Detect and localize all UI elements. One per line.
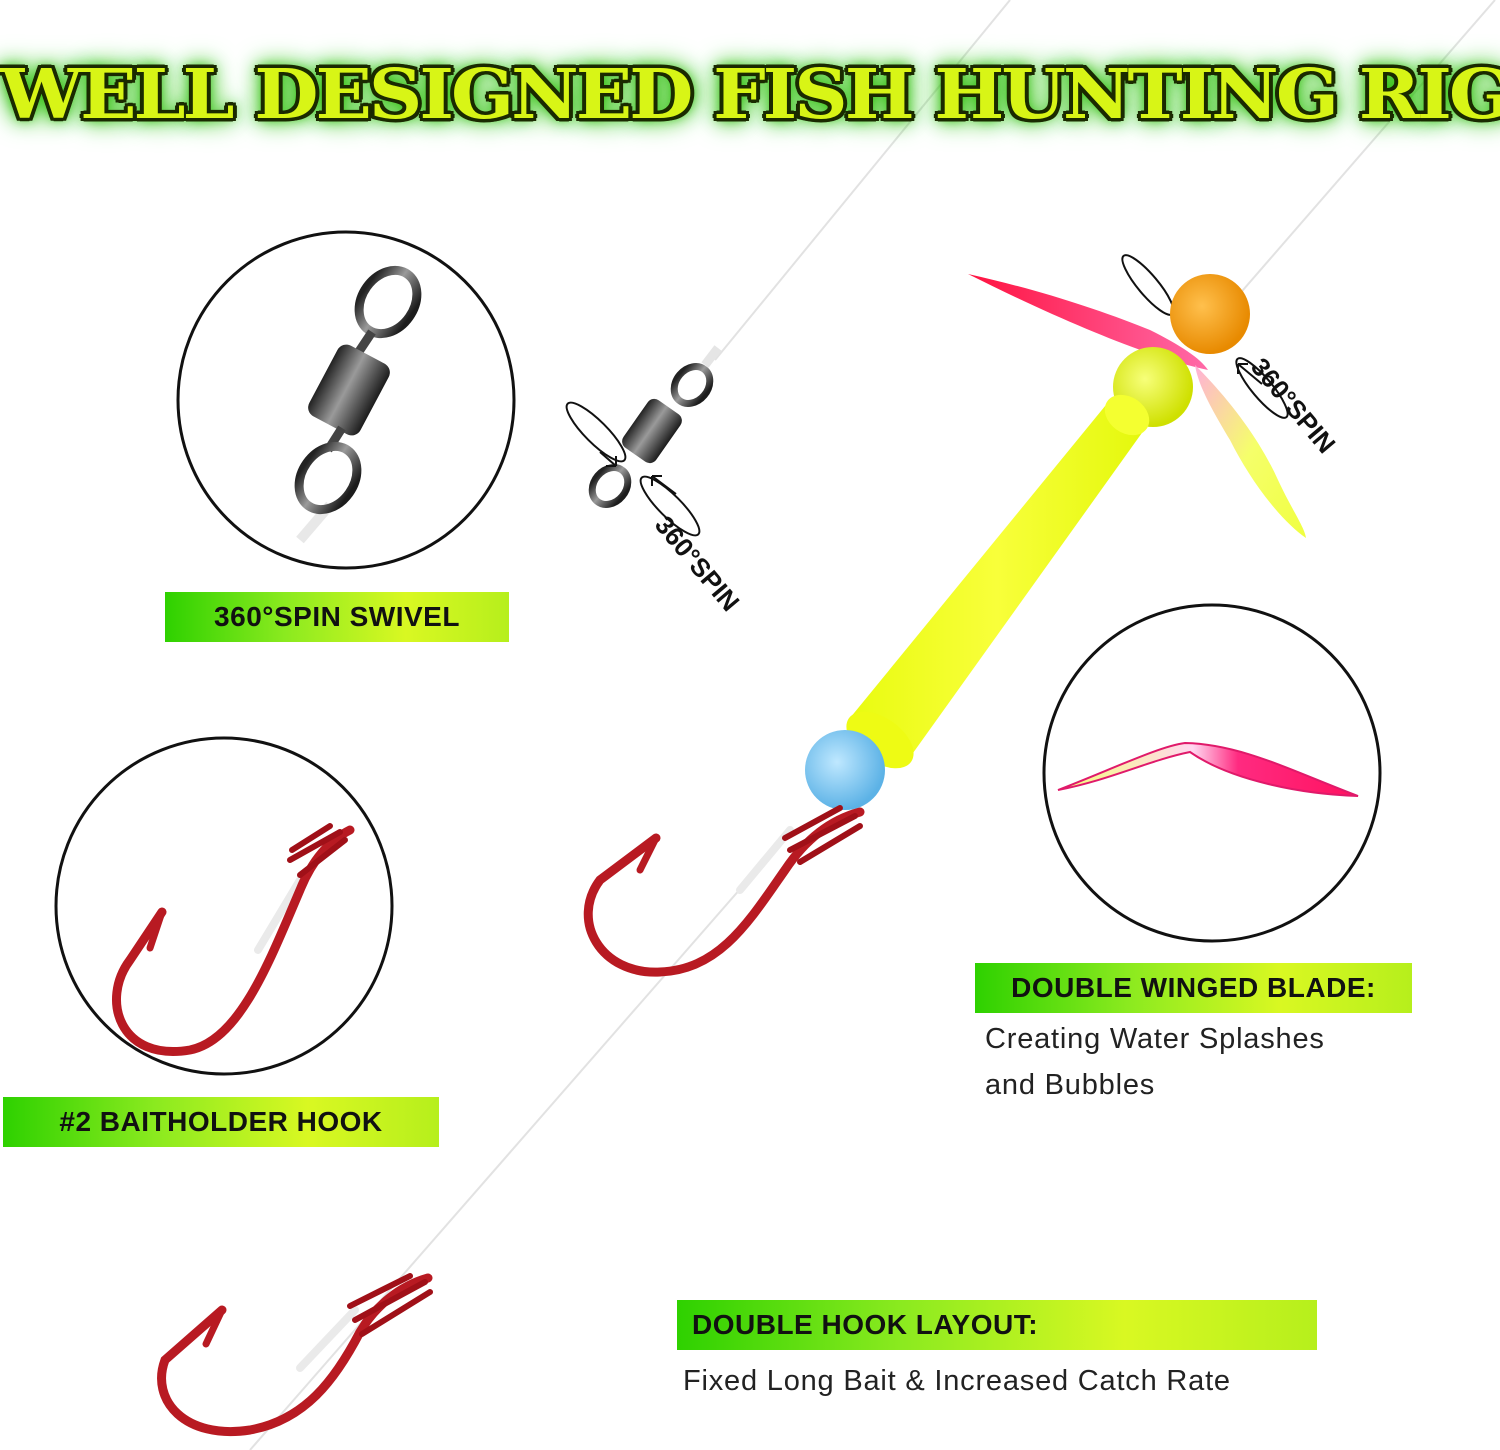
swivel-zoom-circle (176, 230, 516, 570)
blade-label: DOUBLE WINGED BLADE: (975, 963, 1412, 1013)
swivel-label-text: 360°SPIN SWIVEL (214, 601, 460, 632)
blade-desc-line1: Creating Water Splashes (985, 1023, 1325, 1055)
blade-icon (1057, 741, 1359, 797)
hook-icon (112, 823, 355, 1056)
swivel-label: 360°SPIN SWIVEL (165, 592, 509, 642)
hook-label: #2 BAITHOLDER HOOK (3, 1097, 439, 1147)
rig-swivel (565, 345, 722, 537)
rig-blade-assembly (805, 254, 1306, 810)
hook-zoom-circle (54, 736, 394, 1076)
layout-label-text: DOUBLE HOOK LAYOUT: (692, 1309, 1039, 1340)
blade-zoom-circle (1042, 603, 1382, 943)
hook-label-text: #2 BAITHOLDER HOOK (59, 1106, 383, 1137)
blade-description: Creating Water Splashes and Bubbles (985, 1016, 1325, 1108)
layout-label: DOUBLE HOOK LAYOUT: (677, 1300, 1317, 1350)
blade-label-text: DOUBLE WINGED BLADE: (1011, 972, 1376, 1003)
second-hook (157, 1273, 433, 1436)
blade-desc-line2: and Bubbles (985, 1069, 1156, 1101)
rig-hook (583, 805, 865, 977)
headline: WELL DESIGNED FISH HUNTING RIG (0, 55, 1500, 135)
layout-description: Fixed Long Bait & Increased Catch Rate (683, 1365, 1231, 1397)
swivel-icon (294, 265, 422, 544)
